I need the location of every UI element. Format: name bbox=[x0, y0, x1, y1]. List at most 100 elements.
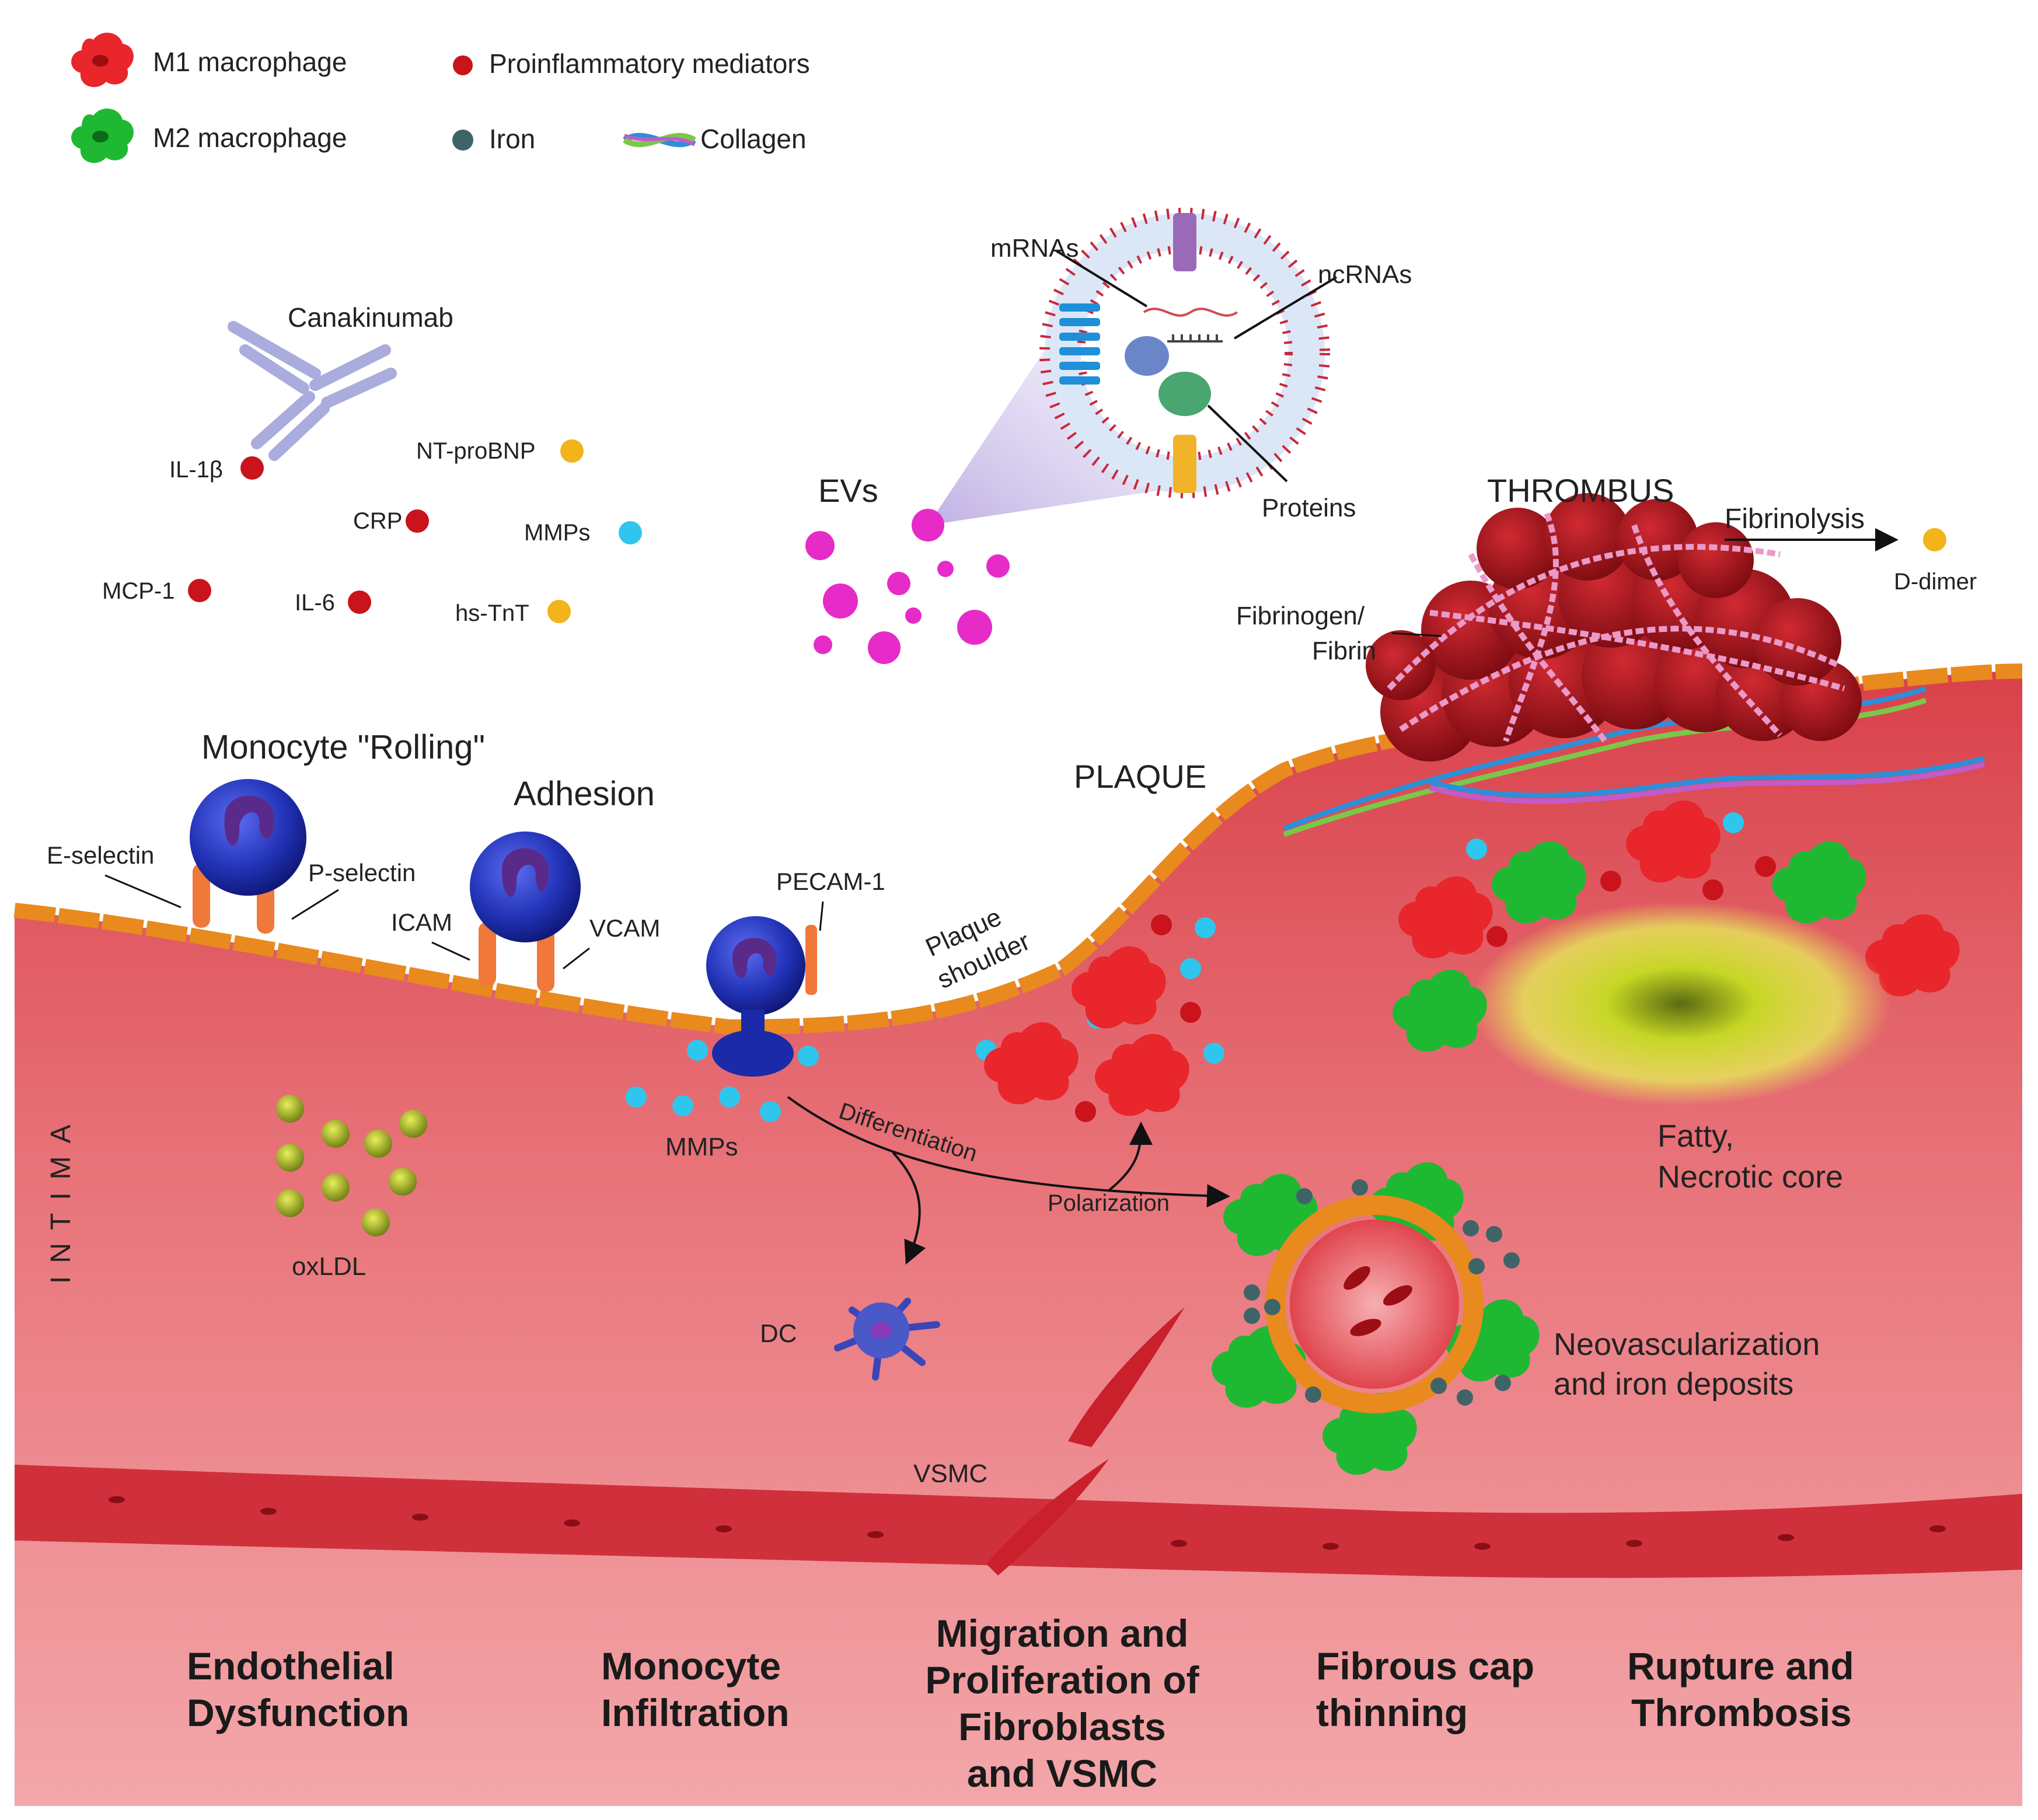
dendritic-cell bbox=[834, 1298, 940, 1381]
vcam-pointer bbox=[563, 947, 590, 970]
stage-5-line-1: Rupture and bbox=[1627, 1644, 1854, 1688]
rolling-label: Monocyte "Rolling" bbox=[201, 728, 485, 766]
extracellular-vesicle: mRNAs ncRNAs Proteins EVs bbox=[818, 208, 1412, 525]
fibrinolysis-label: Fibrinolysis bbox=[1725, 504, 1865, 535]
icam-label: ICAM bbox=[391, 909, 452, 936]
mmp-particles bbox=[626, 812, 1744, 1122]
stage-1-line-1: Endothelial bbox=[187, 1644, 395, 1688]
d-dimer-marker bbox=[1923, 528, 1946, 551]
plaque-m1-macrophages bbox=[984, 800, 1960, 1116]
legend-collagen-label: Collagen bbox=[700, 124, 807, 154]
e-selectin-label: E-selectin bbox=[47, 841, 154, 869]
thrombus-clot bbox=[1366, 493, 1862, 761]
adhesion-monocyte bbox=[470, 832, 581, 942]
rolling-monocyte bbox=[190, 779, 306, 896]
stage-labels: Endothelial Dysfunction Monocyte Infiltr… bbox=[187, 1612, 1854, 1795]
pecam-pointer bbox=[819, 901, 824, 931]
mmps-marker bbox=[619, 521, 642, 544]
p-selectin-label: P-selectin bbox=[308, 859, 416, 886]
plaque-label: PLAQUE bbox=[1074, 758, 1206, 795]
legend: M1 macrophage M2 macrophage Proinflammat… bbox=[71, 33, 810, 163]
il1b-marker bbox=[240, 456, 264, 480]
differentiation-arrow bbox=[892, 1151, 926, 1265]
vesicle-zoom-cone bbox=[928, 350, 1161, 525]
vesicle-channel-top bbox=[1173, 213, 1196, 271]
mrnas-label: mRNAs bbox=[990, 234, 1079, 263]
vesicle-protein-green bbox=[1158, 372, 1211, 416]
evs-label: EVs bbox=[818, 472, 878, 509]
fibrin-strands bbox=[1387, 512, 1845, 743]
proinflammatory-particles bbox=[1075, 856, 1776, 1122]
hstnt-label: hs-TnT bbox=[455, 600, 529, 626]
oxldl-particles bbox=[276, 1095, 427, 1236]
mcp1-label: MCP-1 bbox=[102, 578, 175, 604]
selectin-receptors bbox=[193, 864, 554, 992]
mrna-pointer bbox=[1055, 250, 1148, 308]
neovascularization-label-1: Neovascularization bbox=[1554, 1327, 1820, 1362]
fibrinogen-label-1: Fibrinogen/ bbox=[1236, 602, 1365, 630]
adhesion-label: Adhesion bbox=[514, 775, 655, 813]
il1b-label: IL-1β bbox=[169, 457, 223, 483]
vesicle-channel-bottom bbox=[1173, 435, 1196, 493]
legend-iron-label: Iron bbox=[489, 124, 535, 154]
m1-polarization-arrow bbox=[1108, 1122, 1153, 1192]
p-selectin-pointer bbox=[291, 889, 339, 920]
vesicle-ncrna bbox=[1167, 334, 1223, 343]
crp-label: CRP bbox=[353, 508, 402, 534]
stage-5-line-2: Thrombosis bbox=[1631, 1691, 1852, 1734]
plaque-m2-macrophages bbox=[1212, 841, 1866, 1475]
ncrnas-label: ncRNAs bbox=[1318, 260, 1412, 289]
stage-2-line-2: Infiltration bbox=[601, 1691, 790, 1734]
legend-proinflammatory-icon bbox=[453, 55, 473, 75]
stage-4-line-1: Fibrous cap bbox=[1316, 1644, 1534, 1688]
polarization-arrow bbox=[787, 1096, 1230, 1208]
d-dimer-label: D-dimer bbox=[1894, 569, 1977, 595]
ev-particles bbox=[805, 509, 1010, 664]
antibody-icon bbox=[228, 321, 397, 461]
neovascularization-label-2: and iron deposits bbox=[1554, 1367, 1793, 1402]
ntprobnp-label: NT-proBNP bbox=[416, 438, 536, 464]
stage-2-line-1: Monocyte bbox=[601, 1644, 781, 1688]
mmps-marker-label: MMPs bbox=[524, 520, 590, 546]
vesicle-protein-blue bbox=[1125, 336, 1169, 376]
fatty-core-label-1: Fatty, bbox=[1657, 1119, 1734, 1154]
media-smooth-muscle-band bbox=[15, 1465, 2022, 1578]
icam-pointer bbox=[431, 941, 470, 961]
mmps-vessel-label: MMPs bbox=[665, 1133, 738, 1161]
fatty-core-label-2: Necrotic core bbox=[1657, 1159, 1843, 1194]
legend-m1-label: M1 macrophage bbox=[153, 47, 347, 77]
migrating-vsmc-2 bbox=[986, 1459, 1109, 1576]
legend-m1-icon bbox=[71, 33, 134, 88]
vesicle-receptor-left bbox=[1059, 303, 1100, 385]
transmigrating-monocyte bbox=[706, 916, 817, 1077]
il6-label: IL-6 bbox=[295, 590, 335, 616]
polarization-label: Polarization bbox=[1048, 1190, 1170, 1216]
legend-m2-label: M2 macrophage bbox=[153, 123, 347, 153]
vesicle-mrna bbox=[1143, 308, 1238, 317]
mcp1-marker bbox=[188, 579, 211, 602]
canakinumab-label: Canakinumab bbox=[288, 302, 453, 333]
proteins-pointer bbox=[1207, 404, 1288, 483]
hstnt-marker bbox=[547, 600, 571, 623]
fibrinogen-pointer bbox=[1391, 632, 1442, 637]
stage-4-line-2: thinning bbox=[1316, 1691, 1468, 1734]
vsmc-label: VSMC bbox=[913, 1459, 987, 1488]
stage-3-line-2: Proliferation of bbox=[925, 1658, 1199, 1702]
biomarker-panel: Canakinumab IL-1β NT-proBNP CRP MMPs MCP… bbox=[102, 302, 642, 626]
legend-collagen-icon bbox=[623, 132, 696, 148]
thrombus-label: THROMBUS bbox=[1487, 472, 1674, 509]
stage-3-line-3: Fibroblasts bbox=[958, 1705, 1166, 1748]
stage-3-line-4: and VSMC bbox=[967, 1752, 1157, 1795]
neovessel bbox=[1265, 1195, 1484, 1413]
ntprobnp-marker bbox=[560, 439, 584, 463]
necrotic-core bbox=[1471, 902, 1891, 1106]
fibrinogen-label-2: Fibrin bbox=[1312, 637, 1376, 665]
intima-label: INTIMA bbox=[46, 1112, 76, 1284]
iron-deposits bbox=[1244, 1179, 1520, 1406]
dc-label: DC bbox=[760, 1319, 797, 1348]
stage-3-line-1: Migration and bbox=[936, 1612, 1189, 1655]
vesicle-inner-membrane bbox=[1077, 245, 1293, 461]
legend-iron-icon bbox=[452, 130, 473, 151]
e-selectin-pointer bbox=[104, 874, 182, 909]
